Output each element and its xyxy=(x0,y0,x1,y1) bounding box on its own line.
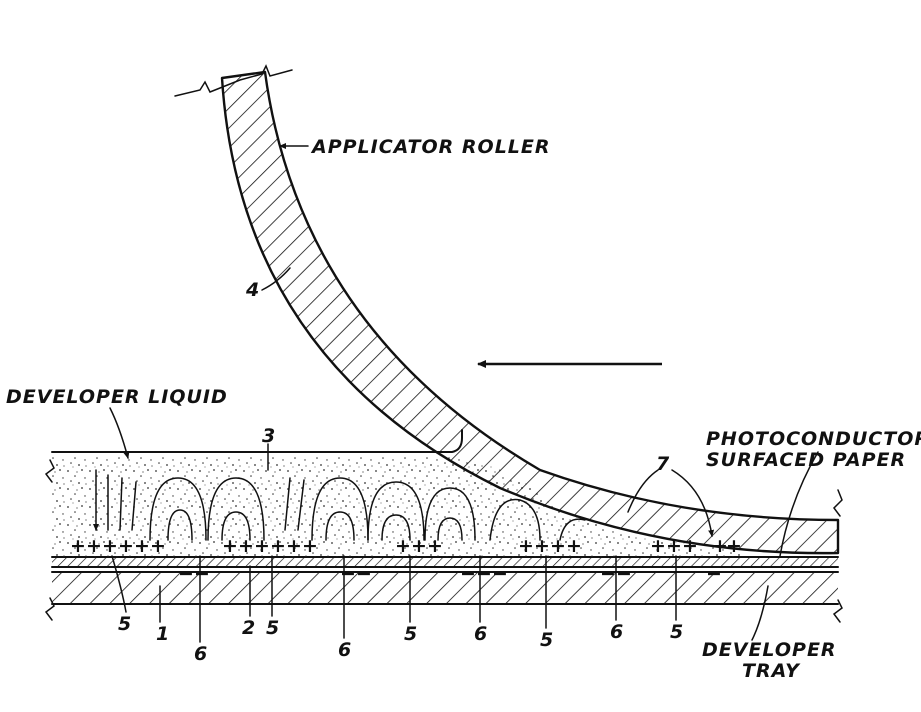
charge-plus: + xyxy=(712,535,728,557)
numeral-3: 3 xyxy=(262,425,275,447)
charge-minus: − xyxy=(340,563,356,585)
numeral-2: 2 xyxy=(242,617,255,639)
charge-plus: + xyxy=(254,535,270,557)
numeral-7: 7 xyxy=(656,453,670,475)
charge-plus: + xyxy=(518,535,534,557)
label-applicator-roller: APPLICATOR ROLLER xyxy=(310,136,551,158)
charge-plus: + xyxy=(102,535,118,557)
charge-minus: − xyxy=(616,563,632,585)
developer-liquid-region xyxy=(52,455,740,557)
numeral-6: 6 xyxy=(338,639,351,661)
numeral-5: 5 xyxy=(266,617,279,639)
charge-minus: − xyxy=(178,563,194,585)
charge-minus: − xyxy=(356,563,372,585)
numeral-5: 5 xyxy=(118,613,131,635)
liquid-surface-line xyxy=(51,429,463,453)
numeral-6: 6 xyxy=(474,623,487,645)
charge-plus: + xyxy=(134,535,150,557)
charge-plus: + xyxy=(550,535,566,557)
positive-charges: + + + + + + + + + + + + + + + + + + + + … xyxy=(70,535,742,557)
developer-tray xyxy=(51,571,839,605)
charge-plus: + xyxy=(666,535,682,557)
charge-minus: − xyxy=(476,563,492,585)
charge-plus: + xyxy=(726,535,742,557)
label-developer-liquid: DEVELOPER LIQUID xyxy=(6,386,228,408)
charge-plus: + xyxy=(238,535,254,557)
numeral-5: 5 xyxy=(540,629,553,651)
field-lines xyxy=(93,469,586,541)
charge-plus: + xyxy=(534,535,550,557)
charge-plus: + xyxy=(222,535,238,557)
charge-plus: + xyxy=(682,535,698,557)
numeral-6: 6 xyxy=(194,643,207,665)
label-developer: DEVELOPER xyxy=(702,639,837,661)
numeral-1: 1 xyxy=(156,623,169,645)
charge-plus: + xyxy=(150,535,166,557)
charge-plus: + xyxy=(427,535,443,557)
charge-minus: − xyxy=(706,563,722,585)
label-tray: TRAY xyxy=(742,660,801,682)
numeral-5: 5 xyxy=(670,621,683,643)
charge-plus: + xyxy=(86,535,102,557)
charge-minus: − xyxy=(194,563,210,585)
charge-minus: − xyxy=(460,563,476,585)
charge-minus: − xyxy=(492,563,508,585)
charge-plus: + xyxy=(650,535,666,557)
label-photoconductor: PHOTOCONDUCTOR xyxy=(706,428,921,450)
charge-plus: + xyxy=(395,535,411,557)
label-surfaced-paper: SURFACED PAPER xyxy=(706,449,906,471)
leader-lines xyxy=(109,143,819,643)
applicator-roller xyxy=(44,64,843,623)
charge-plus: + xyxy=(566,535,582,557)
charge-plus: + xyxy=(70,535,86,557)
charge-plus: + xyxy=(118,535,134,557)
charge-minus: − xyxy=(600,563,616,585)
charge-plus: + xyxy=(270,535,286,557)
numeral-6: 6 xyxy=(610,621,623,643)
charge-plus: + xyxy=(302,535,318,557)
charge-plus: + xyxy=(411,535,427,557)
numeral-4: 4 xyxy=(245,279,259,301)
numeral-5: 5 xyxy=(404,623,417,645)
charge-plus: + xyxy=(286,535,302,557)
